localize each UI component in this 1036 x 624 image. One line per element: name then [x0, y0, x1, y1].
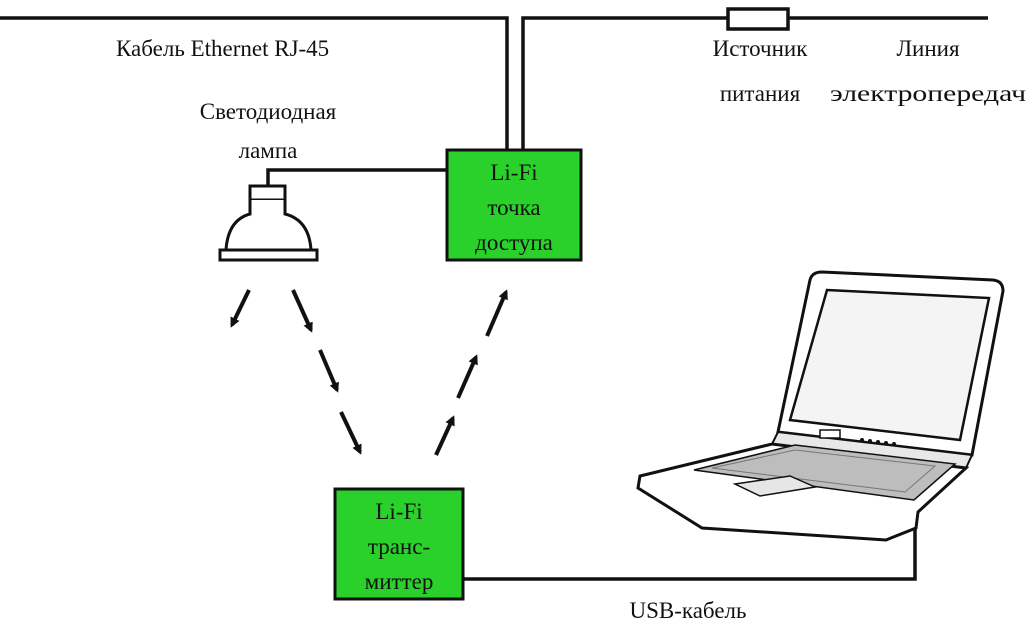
- light-arrow-icon: [339, 411, 362, 455]
- light-arrow-icon: [230, 289, 251, 328]
- access-point-line2: точка: [487, 195, 540, 220]
- power-line-label-1: Линия: [896, 36, 960, 61]
- access-point-line1: Li-Fi: [490, 160, 537, 185]
- transmitter-box: Li-Fi транс- миттер: [333, 487, 465, 601]
- power-line-label-2: электропередач: [830, 81, 1027, 106]
- led-lamp-icon: [218, 184, 319, 262]
- light-arrow-icon: [485, 289, 508, 337]
- laptop-icon: [636, 270, 1005, 542]
- resistor-icon: [726, 7, 790, 31]
- transmitter-line3: миттер: [365, 569, 434, 594]
- lamp-to-access-point-wire: [266, 168, 447, 186]
- wires: [0, 16, 988, 581]
- transmitter-line2: транс-: [368, 534, 430, 559]
- light-arrow-icon: [291, 289, 313, 333]
- light-arrow-icon: [318, 349, 339, 393]
- led-lamp-label-2: лампа: [239, 138, 298, 163]
- transmitter-line1: Li-Fi: [375, 499, 422, 524]
- usb-cable-wire: [463, 512, 917, 581]
- power-source-label-2: питания: [720, 81, 801, 106]
- usb-cable-label: USB-кабель: [629, 598, 746, 623]
- light-arrow-icon: [456, 354, 478, 399]
- access-point-line3: доступа: [475, 230, 553, 255]
- access-point-box: Li-Fi точка доступа: [445, 148, 583, 262]
- light-arrows: [230, 289, 508, 456]
- ethernet-cable-label: Кабель Ethernet RJ-45: [116, 36, 329, 61]
- light-arrow-icon: [434, 415, 455, 456]
- power-source-label-1: Источник: [713, 36, 809, 61]
- led-lamp-label-1: Светодиодная: [200, 99, 337, 124]
- power-line-wire: [521, 16, 728, 150]
- ethernet-cable-wire: [0, 16, 509, 150]
